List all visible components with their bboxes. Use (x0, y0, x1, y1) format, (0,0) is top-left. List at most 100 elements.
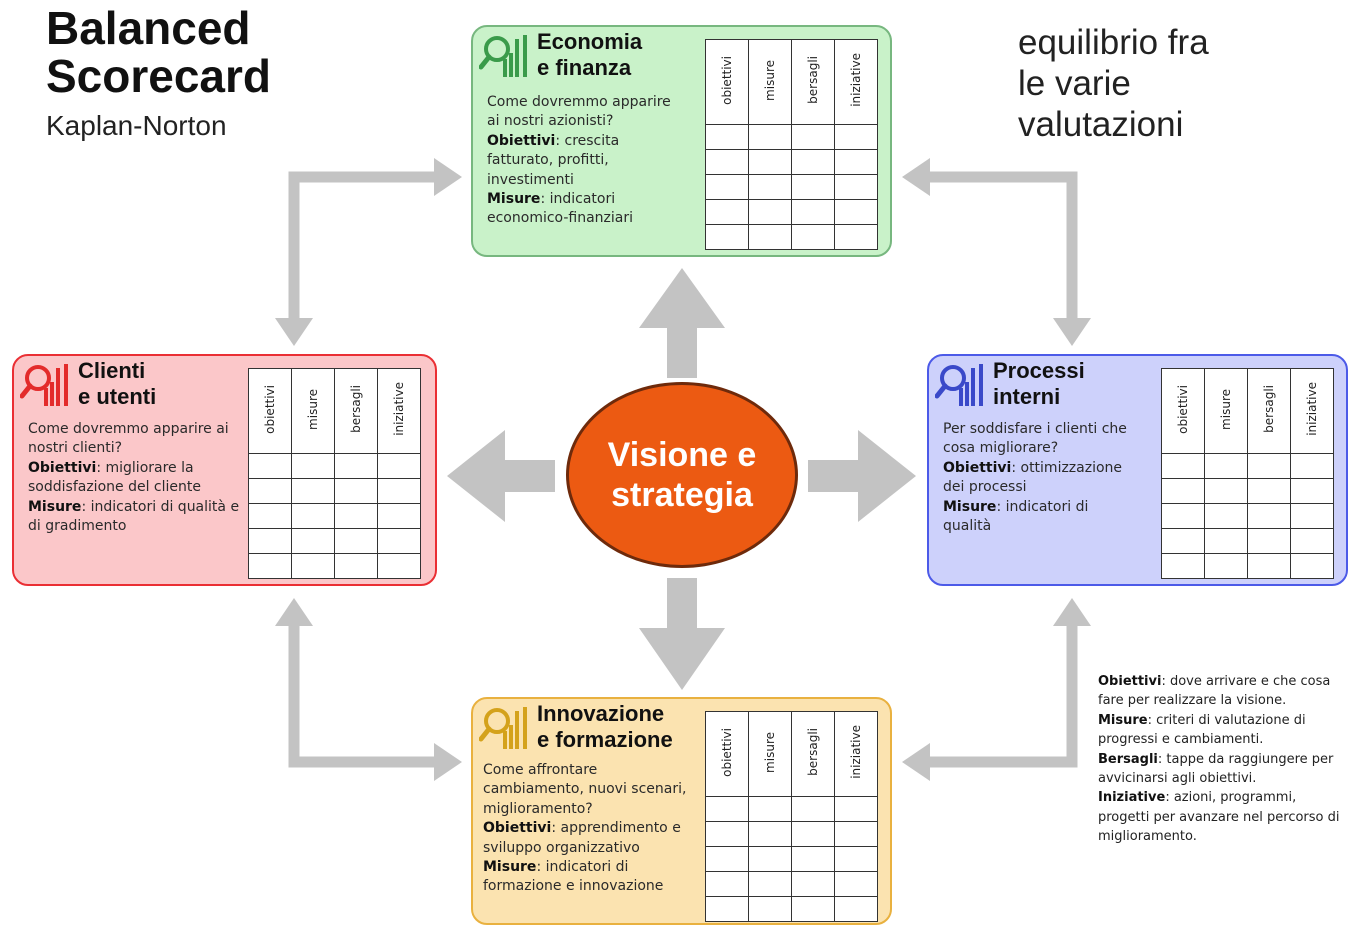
chart-magnifier-icon (479, 707, 527, 749)
balance-note: equilibrio fra le varie valutazioni (1018, 22, 1209, 145)
card-heading: Processi interni (993, 358, 1085, 410)
vision-strategy-ellipse: Visione e strategia (566, 382, 798, 568)
measures-text: indicatori di qualità (943, 498, 1089, 535)
legend-term: Iniziative (1098, 790, 1166, 806)
legend-term: Bersagli (1098, 751, 1158, 767)
column-header-obiettivi: obiettivi (1161, 368, 1205, 454)
column-header-obiettivi: obiettivi (705, 39, 749, 125)
legend-definition: criteri di valutazione di progressi e ca… (1098, 712, 1306, 748)
vision-strategy-line: strategia (611, 476, 753, 514)
table-row (1161, 503, 1334, 529)
objectives-text: migliorare la soddisfazione del cliente (28, 459, 201, 496)
measures-text: indicatori di formazione e innovazione (483, 859, 664, 895)
table-row (705, 821, 878, 847)
column-header-iniziative: iniziative (1290, 368, 1334, 454)
measures-text: indicatori economico-finanziari (487, 191, 634, 227)
legend-item: Bersagli: tappe da raggiungere per avvic… (1098, 751, 1334, 787)
table-row (705, 224, 878, 250)
card-description: Come affrontare cambiamento, nuovi scena… (483, 761, 699, 897)
legend-item: Misure: criteri di valutazione di progre… (1098, 712, 1306, 748)
table-row (705, 174, 878, 200)
card-question: Come dovremmo apparire ai nostri azionis… (487, 94, 671, 130)
table-row (705, 199, 878, 225)
column-header-misure: misure (291, 368, 335, 454)
arrow-finance-to-processes (930, 171, 1078, 322)
table-row (248, 503, 421, 529)
chart-magnifier-icon (935, 364, 983, 406)
arrow-center-up (639, 268, 725, 378)
card-description: Come dovremmo apparire ai nostri clienti… (28, 420, 242, 536)
column-header-bersagli: bersagli (791, 39, 835, 125)
objectives-text: apprendimento e sviluppo organizzativo (483, 820, 681, 856)
card-heading: Innovazione e formazione (537, 701, 673, 753)
scorecard-table: obiettivi misure bersagli iniziative (248, 368, 421, 579)
card-heading: Economia e finanza (537, 29, 642, 81)
measures-label: Misure (943, 498, 997, 515)
measures-text: indicatori di qualità e di gradimento (28, 498, 240, 535)
objectives-label: Obiettivi (943, 459, 1012, 476)
column-header-misure: misure (748, 39, 792, 125)
card-heading-line: Innovazione (537, 701, 665, 726)
objectives-label: Obiettivi (487, 132, 556, 149)
measures-label: Misure (487, 191, 541, 208)
objectives-text: crescita fatturato, profitti, investimen… (487, 132, 620, 188)
legend-item: Obiettivi: dove arrivare e che cosa fare… (1098, 674, 1331, 709)
balance-note-line: le varie (1018, 64, 1131, 103)
legend-term: Obiettivi (1098, 674, 1162, 689)
arrow-clients-to-innovation (288, 622, 440, 768)
arrow-clients-to-finance (288, 171, 440, 322)
card-processes: Processi interni Per soddisfare i client… (927, 354, 1348, 586)
card-clients: Clienti e utenti Come dovremmo apparire … (12, 354, 437, 586)
table-row (248, 478, 421, 504)
table-row (1161, 453, 1334, 479)
card-question: Come affrontare cambiamento, nuovi scena… (483, 762, 687, 817)
column-header-bersagli: bersagli (334, 368, 378, 454)
table-row (1161, 478, 1334, 504)
card-heading-line: Clienti (78, 358, 146, 383)
column-header-misure: misure (1204, 368, 1248, 454)
table-row (248, 453, 421, 479)
title-line-2: Scorecard (46, 50, 272, 102)
title-line-1: Balanced (46, 2, 251, 54)
card-heading: Clienti e utenti (78, 358, 156, 410)
card-description: Come dovremmo apparire ai nostri azionis… (487, 93, 687, 229)
objectives-label: Obiettivi (483, 820, 552, 837)
card-heading-line: Processi (993, 358, 1085, 383)
card-innovation: Innovazione e formazione Come affrontare… (471, 697, 892, 925)
arrow-center-left (447, 430, 555, 522)
arrow-center-down (639, 578, 725, 690)
table-row (705, 846, 878, 872)
column-header-iniziative: iniziative (377, 368, 421, 454)
legend-definition: azioni, programmi, progetti per avanzare… (1098, 790, 1340, 845)
balance-note-line: valutazioni (1018, 105, 1184, 144)
card-question: Per soddisfare i clienti che cosa miglio… (943, 421, 1127, 457)
legend-term: Misure (1098, 712, 1148, 728)
table-row (705, 796, 878, 822)
subtitle: Kaplan-Norton (46, 110, 227, 141)
chart-magnifier-icon (479, 35, 527, 77)
legend: Obiettivi: dove arrivare e che cosa fare… (1098, 672, 1344, 847)
card-heading-line: e finanza (537, 55, 632, 80)
table-row (248, 528, 421, 554)
column-header-iniziative: iniziative (834, 39, 878, 125)
table-row (1161, 528, 1334, 554)
column-header-bersagli: bersagli (1247, 368, 1291, 454)
card-finance: Economia e finanza Come dovremmo apparir… (471, 25, 892, 257)
scorecard-table: obiettivi misure bersagli iniziative (1161, 368, 1334, 579)
column-header-obiettivi: obiettivi (248, 368, 292, 454)
arrow-center-right (808, 430, 916, 522)
table-row (705, 149, 878, 175)
card-heading-line: e formazione (537, 727, 673, 752)
table-row (248, 553, 421, 579)
vision-strategy-line: Visione e (607, 436, 757, 474)
balance-note-line: equilibrio fra (1018, 23, 1209, 62)
chart-magnifier-icon (20, 364, 68, 406)
objectives-label: Obiettivi (28, 459, 97, 476)
legend-item: Iniziative: azioni, programmi, progetti … (1098, 790, 1340, 845)
card-heading-line: e utenti (78, 384, 157, 409)
scorecard-table: obiettivi misure bersagli iniziative (705, 39, 878, 250)
card-heading-line: Economia (537, 29, 643, 54)
table-row (705, 871, 878, 897)
column-header-iniziative: iniziative (834, 711, 878, 797)
